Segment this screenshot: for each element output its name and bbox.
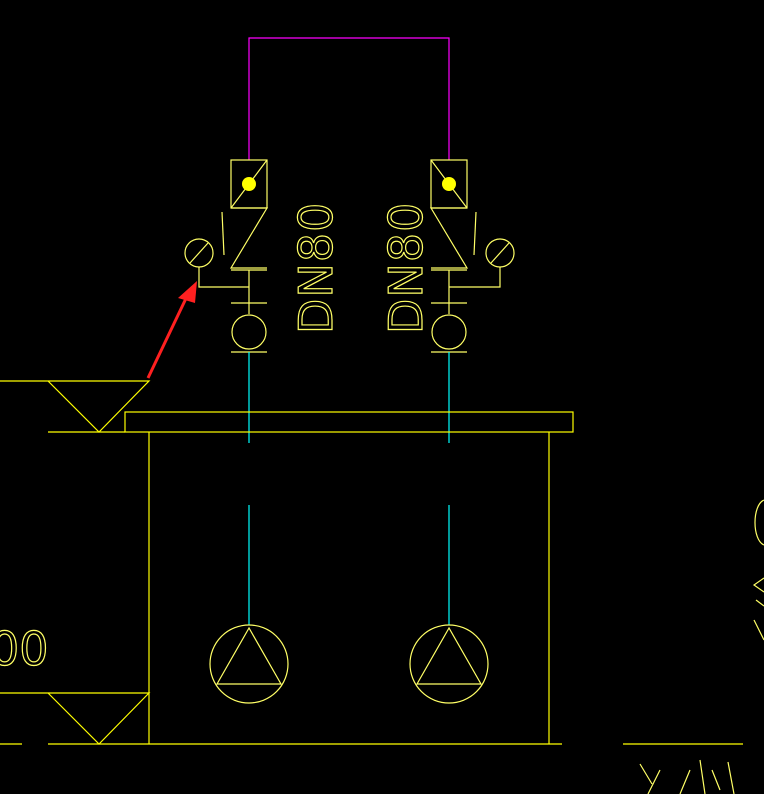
pressure-gauge-needle-right bbox=[490, 242, 510, 264]
edge-glyph-middle bbox=[752, 577, 764, 641]
pipe-size-label-left: DN80 bbox=[289, 202, 343, 334]
edge-glyph-fragments-right bbox=[639, 499, 764, 794]
pumps bbox=[209, 624, 489, 704]
magenta-connecting-pipe bbox=[248, 37, 450, 160]
tank-structure bbox=[0, 380, 743, 745]
edge-glyph-bottom-1 bbox=[639, 763, 661, 794]
pipe-size-label-right: DN80 bbox=[379, 202, 433, 334]
pressure-gauge-needle-left bbox=[189, 242, 209, 264]
water-level-triangle-bottom bbox=[0, 692, 151, 745]
annotation-arrow bbox=[146, 281, 197, 379]
edge-glyph-bottom-3 bbox=[711, 761, 735, 794]
arrow-head bbox=[178, 281, 197, 303]
check-valve-flap-right bbox=[473, 211, 477, 256]
pump-left-triangle bbox=[215, 626, 283, 685]
valve-assembly-left bbox=[184, 159, 269, 353]
gauge-pipe-right bbox=[449, 267, 501, 288]
edge-glyph-bottom-2 bbox=[679, 759, 706, 794]
edge-digits-left: 00 bbox=[0, 622, 49, 676]
check-valve-left bbox=[229, 207, 269, 269]
indicator-dot-left bbox=[242, 177, 256, 191]
indicator-dot-right bbox=[442, 177, 456, 191]
pump-right bbox=[409, 624, 489, 704]
arrow-shaft bbox=[146, 289, 192, 379]
cyan-pipes bbox=[248, 352, 450, 625]
edge-glyph-upper bbox=[754, 499, 764, 546]
pump-left bbox=[209, 624, 289, 704]
gate-valve-left bbox=[231, 314, 267, 350]
gate-valve-right bbox=[431, 314, 467, 350]
water-level-triangle-top bbox=[0, 380, 151, 433]
check-valve-right bbox=[429, 207, 469, 269]
tank-top-slab bbox=[124, 411, 574, 433]
check-valve-flap-left bbox=[221, 211, 225, 256]
pump-right-triangle bbox=[415, 626, 483, 685]
gauge-pipe-left bbox=[198, 267, 249, 288]
valve-assembly-right bbox=[429, 159, 515, 353]
